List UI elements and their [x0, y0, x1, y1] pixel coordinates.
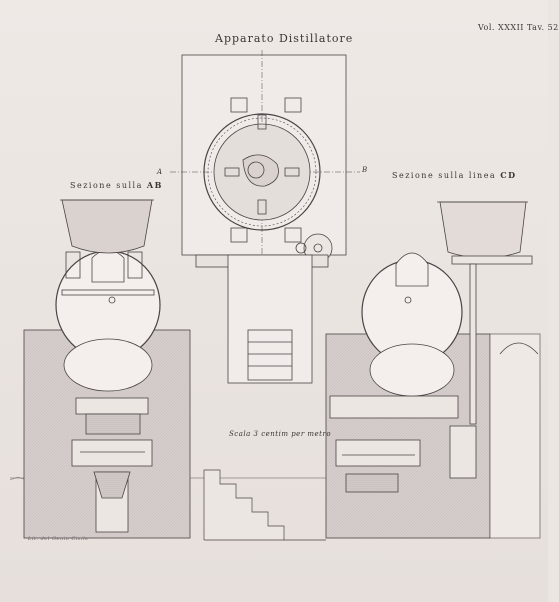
engraver-credit: Lit. del Genio Civile	[28, 536, 89, 542]
section-cd-letters: CD	[500, 170, 517, 180]
volume-reference: Vol. XXXII Tav. 52	[478, 23, 559, 32]
central-steps	[203, 469, 326, 541]
point-b-label: B	[362, 166, 368, 174]
plan-view	[170, 50, 360, 384]
section-cd	[325, 201, 541, 539]
plate-title: Apparato Distillatore	[215, 32, 354, 45]
section-ab	[23, 199, 191, 539]
scale-label: Scala 3 centim per metro	[229, 430, 332, 438]
section-cd-label: Sezione sulla linea CD	[392, 170, 517, 180]
section-ab-letters: AB	[146, 180, 163, 190]
section-cd-prefix: Sezione sulla linea	[392, 171, 501, 180]
point-a-label: A	[157, 168, 163, 176]
section-ab-label: Sezione sulla AB	[70, 180, 163, 190]
section-ab-prefix: Sezione sulla	[70, 181, 147, 190]
